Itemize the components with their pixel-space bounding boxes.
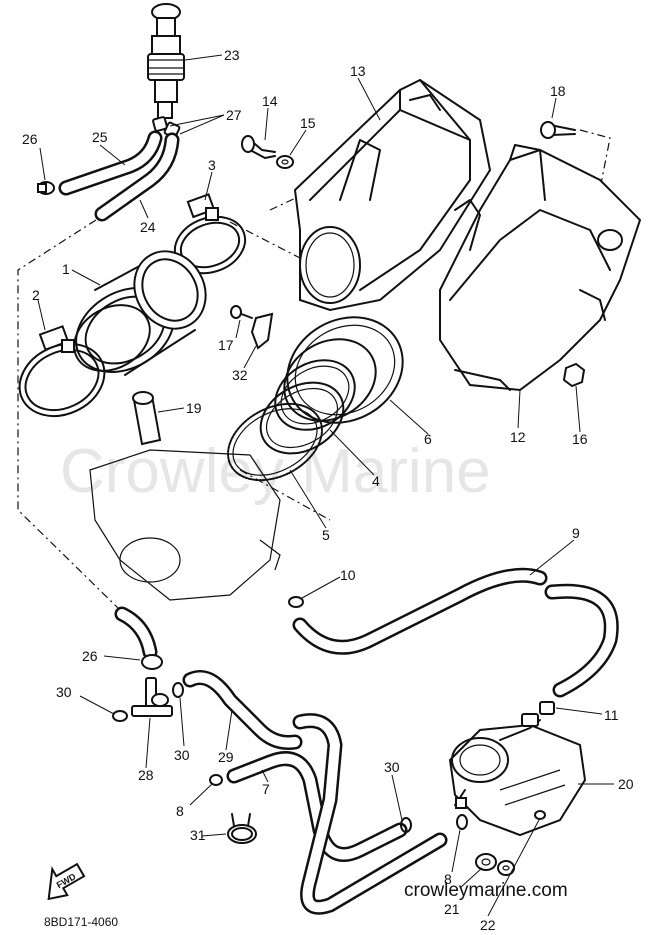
clip-30-mid — [172, 682, 184, 698]
band-clamp-3 — [173, 193, 247, 275]
callout-numbers: 23 27 25 26 24 3 14 15 13 18 1 2 17 32 1… — [22, 47, 634, 933]
sensor-23 — [147, 3, 185, 119]
callout-2: 2 — [32, 287, 40, 303]
site-label: crowleymarine.com — [404, 880, 568, 901]
bracket-32 — [250, 312, 274, 350]
nut-16 — [562, 362, 586, 388]
callout-17: 17 — [218, 337, 234, 353]
hose-7 — [226, 751, 408, 862]
clip-30-left — [112, 710, 128, 722]
callout-15: 15 — [300, 115, 316, 131]
callout-11: 11 — [604, 707, 619, 723]
grommet-21 — [475, 853, 497, 871]
clip-11 — [539, 701, 555, 715]
washer-22 — [497, 860, 515, 876]
callout-26-bottom: 26 — [82, 648, 98, 664]
callout-14: 14 — [262, 93, 278, 109]
engine-outline — [89, 449, 281, 601]
callout-7: 7 — [262, 781, 270, 797]
diagram-code: 8BD171-4060 — [44, 915, 118, 929]
callout-24: 24 — [140, 219, 156, 235]
callout-27: 27 — [226, 107, 242, 123]
callout-16: 16 — [572, 431, 588, 447]
clip-30-right — [400, 817, 412, 833]
callout-22: 22 — [480, 917, 496, 933]
callout-25: 25 — [92, 129, 108, 145]
callout-30-mid: 30 — [174, 747, 190, 763]
callout-3: 3 — [208, 157, 216, 173]
clamp-26-top — [37, 181, 55, 195]
callout-26-top: 26 — [22, 131, 38, 147]
hose-9 — [292, 567, 619, 698]
spring-clip-31 — [227, 813, 257, 844]
callout-13: 13 — [350, 63, 366, 79]
callout-31: 31 — [190, 827, 206, 843]
hose-24 — [94, 132, 180, 222]
callout-19: 19 — [186, 400, 202, 416]
callout-32: 32 — [232, 367, 248, 383]
callout-9: 9 — [572, 525, 580, 541]
rubber-joint-6 — [274, 316, 404, 431]
bolt-14 — [241, 135, 276, 159]
callout-30-right: 30 — [384, 759, 400, 775]
callout-28: 28 — [138, 767, 154, 783]
callout-5: 5 — [322, 527, 330, 543]
washer-15 — [276, 155, 294, 169]
callout-8-left: 8 — [176, 803, 184, 819]
bolt-18 — [540, 121, 576, 139]
callout-29: 29 — [218, 749, 234, 765]
elbow-26 — [114, 606, 163, 670]
rubber-joint-1 — [73, 250, 207, 376]
band-clamp-2 — [18, 325, 106, 417]
watermark-text: Crowley Marine — [60, 437, 491, 506]
plug-19 — [132, 391, 162, 446]
callout-21: 21 — [444, 901, 460, 917]
callout-6: 6 — [424, 431, 432, 447]
callout-12: 12 — [510, 429, 526, 445]
callout-10: 10 — [340, 567, 356, 583]
clip-8-left — [209, 774, 223, 786]
fuel-pump-20 — [448, 713, 587, 837]
callout-8-right: 8 — [444, 871, 452, 887]
callout-23: 23 — [224, 47, 240, 63]
screw-17 — [230, 305, 253, 319]
callout-1: 1 — [62, 261, 70, 277]
hose-29 — [182, 670, 303, 750]
callout-30-left: 30 — [56, 684, 72, 700]
airbox-case-12 — [439, 144, 642, 392]
hose-u-bend — [292, 713, 448, 915]
callout-18: 18 — [550, 83, 566, 99]
hose-25 — [58, 130, 163, 196]
t-fitting-28 — [131, 677, 173, 717]
fwd-arrow-icon: FWD — [47, 862, 86, 901]
clip-10 — [288, 596, 304, 608]
callout-20: 20 — [618, 776, 634, 792]
callout-4: 4 — [372, 473, 380, 489]
clip-8-right — [456, 814, 468, 830]
leader-lines — [37, 54, 614, 917]
airbox-cover-13 — [293, 78, 492, 312]
